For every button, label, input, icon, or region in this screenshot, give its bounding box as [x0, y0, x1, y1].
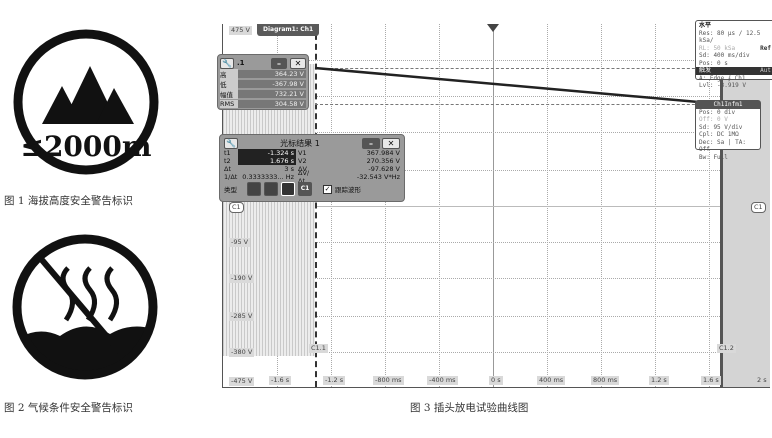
- climate-condition-icon: [12, 234, 158, 380]
- t1-input[interactable]: -1.324 s: [238, 149, 296, 157]
- minimize-button[interactable]: –: [362, 137, 380, 149]
- oscilloscope-diagram: Diagram1: Ch1 475 V C1 -95 V -190 V -285…: [217, 20, 772, 388]
- y-label-top: 475 V: [229, 26, 252, 35]
- x-label: 2 s: [757, 376, 767, 384]
- altitude-mountain-icon: ≤2000m: [13, 29, 159, 175]
- x-label: 800 ms: [591, 376, 620, 385]
- diagram-tab[interactable]: Diagram1: Ch1: [257, 24, 320, 36]
- cursor-label-c11: C1.1: [309, 344, 328, 353]
- channel-settings-box[interactable]: Ch1Infm1 Pos: 0 div Off: 0 V Sd: 95 V/di…: [695, 100, 761, 161]
- y-label-minus-190: -190 V: [229, 274, 255, 283]
- figure-1-caption: 图 1 海拔高度安全警告标识: [4, 195, 133, 207]
- cursor-line-v2[interactable]: [315, 104, 720, 105]
- minimize-button[interactable]: –: [271, 57, 287, 69]
- y-label-minus-95: -95 V: [229, 238, 251, 247]
- x-label: -1.2 s: [323, 376, 346, 385]
- cursor-panel-title: 光标结果 1: [280, 138, 320, 148]
- close-button[interactable]: ✕: [382, 137, 400, 149]
- track-waveform-checkbox[interactable]: ✓: [323, 184, 332, 194]
- measure-row-low: 低-367.98 V: [220, 79, 306, 89]
- x-label: 1.6 s: [701, 376, 721, 385]
- x-label: -400 ms: [427, 376, 458, 385]
- figure-3-caption: 图 3 插头放电试验曲线图: [410, 402, 529, 414]
- x-label: -1.6 s: [269, 376, 292, 385]
- wrench-icon[interactable]: 🔧: [224, 137, 238, 149]
- figure-2-caption: 图 2 气候条件安全警告标识: [4, 402, 133, 414]
- source-c1-button[interactable]: C1: [298, 182, 312, 196]
- y-label-minus-475: -475 V: [229, 377, 255, 386]
- cursor-line-t1[interactable]: [315, 24, 317, 387]
- right-ch-marker: C1: [751, 202, 766, 213]
- panel-title: .1: [237, 59, 245, 67]
- x-label: 400 ms: [537, 376, 566, 385]
- y-label-minus-285: -285 V: [229, 312, 255, 321]
- x-label: -800 ms: [373, 376, 404, 385]
- altitude-warning-sign: ≤2000m: [12, 28, 160, 176]
- waveform-trace: [314, 24, 722, 106]
- cursor-label-c12: C1.2: [717, 344, 736, 353]
- x-label: 1.2 s: [649, 376, 669, 385]
- cursor-line-v1[interactable]: [315, 68, 720, 69]
- wrench-icon[interactable]: 🔧: [220, 57, 234, 69]
- close-button[interactable]: ✕: [290, 57, 306, 69]
- cursor-type-vertical-icon[interactable]: [247, 182, 261, 196]
- cursor-type-horizontal-icon[interactable]: [264, 182, 278, 196]
- climate-warning-sign: [10, 232, 160, 382]
- y-label-left-ch: C1: [229, 202, 244, 213]
- y-label-minus-380: -380 V: [229, 348, 255, 357]
- x-label: 0 s: [489, 376, 503, 385]
- cursor-type-both-icon[interactable]: [281, 182, 295, 196]
- svg-text:≤2000m: ≤2000m: [20, 130, 151, 163]
- t2-input[interactable]: 1.676 s: [238, 157, 296, 165]
